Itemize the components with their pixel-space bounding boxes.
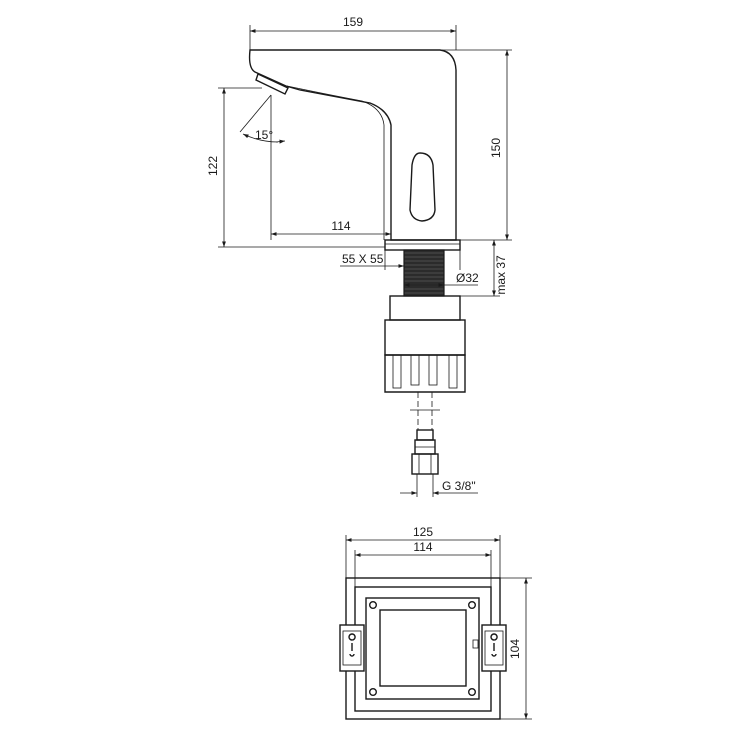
dim-spout-height: 122 [206,156,220,176]
threaded-shank [403,249,445,297]
dim-connection: G 3/8" [442,479,476,493]
box-outer-frame [345,577,501,720]
dim-box-inner-width: 114 [413,540,432,554]
dim-width-total: 159 [343,15,363,29]
hose-connector [411,429,439,475]
dim-spout-reach: 114 [331,219,350,233]
dim-box-height: 104 [508,639,522,659]
sensor-window [409,152,436,222]
aerator [255,73,289,95]
spout-inner-contour [286,85,385,240]
fixing-nut-ribbed [384,354,466,393]
dim-base-plate: 55 X 55 [342,252,384,266]
fixing-nut-upper [384,319,466,356]
dim-max-mount: max 37 [494,255,508,295]
box-dimensions: 125 114 104 [345,525,532,720]
mounting-sleeve [389,295,461,321]
faucet-side-view [248,49,466,475]
box-inner-frame [354,586,492,712]
control-box-view [339,577,507,720]
hose [410,392,440,430]
box-mounting-plate [365,597,480,700]
box-electronics-housing [379,609,467,687]
box-mounting-lugs [339,624,507,672]
dim-spray-angle: 15° [255,128,273,142]
box-cable-port [472,639,479,649]
faucet-body [248,49,457,241]
nut-ribs [392,354,458,389]
faucet-dimensions: 159 150 122 114 15° 55 X 55 Ø32 max [206,15,512,497]
dim-height-total: 150 [489,138,503,158]
dim-box-outer-width: 125 [413,525,433,539]
box-screws [369,601,477,697]
base-plate [384,239,461,251]
dim-hole-diameter: Ø32 [456,271,479,285]
